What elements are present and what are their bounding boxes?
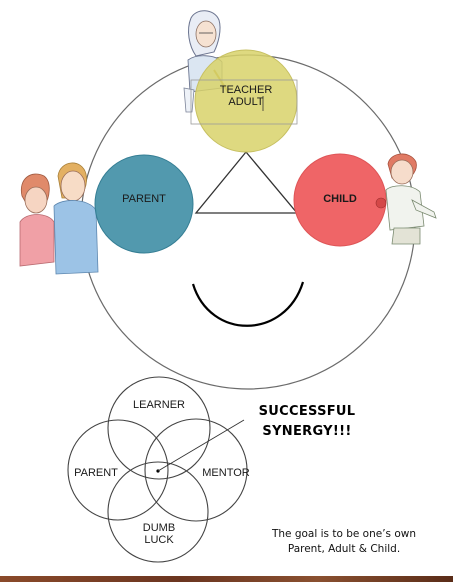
- venn-circle-dumb-luck: [107, 461, 209, 563]
- venn-diagram: [67, 376, 248, 563]
- synergy-line2: SYNERGY!!!: [262, 424, 352, 439]
- teacher-label-line1: TEACHER: [219, 84, 273, 96]
- bottom-border-bar: [0, 576, 453, 582]
- callout-line: [157, 419, 245, 472]
- parent-label: PARENT: [122, 193, 166, 205]
- goal-caption: The goal is to be one’s own Parent, Adul…: [244, 527, 444, 557]
- parents-sketch-icon: [19, 162, 99, 275]
- teacher-label-box: [190, 79, 298, 125]
- venn-circle-mentor: [144, 418, 248, 522]
- venn-label-learner: LEARNER: [133, 399, 185, 411]
- venn-circle-parent: [67, 419, 169, 521]
- child-sketch-icon: [375, 153, 437, 245]
- venn-label-luck: LUCK: [144, 534, 174, 546]
- venn-label-dumb-luck: DUMB LUCK: [119, 522, 199, 546]
- synergy-line1: SUCCESSFUL: [258, 404, 356, 419]
- venn-label-parent: PARENT: [74, 467, 118, 479]
- goal-caption-line1: The goal is to be one’s own: [271, 528, 417, 540]
- parent-node: [94, 154, 194, 254]
- teacher-label: TEACHER ADULT: [196, 84, 296, 108]
- teacher-label-line2: ADULT: [228, 96, 264, 108]
- child-node: [293, 153, 387, 247]
- venn-circle-learner: [107, 376, 211, 480]
- venn-label-dumb: DUMB: [142, 522, 176, 534]
- center-triangle: [194, 150, 299, 214]
- smile-curve: [191, 281, 305, 327]
- child-label: CHILD: [323, 193, 357, 205]
- synergy-callout: SUCCESSFUL SYNERGY!!!: [252, 402, 362, 442]
- venn-label-mentor: MENTOR: [202, 467, 250, 479]
- goal-caption-line2: Parent, Adult & Child.: [287, 543, 401, 555]
